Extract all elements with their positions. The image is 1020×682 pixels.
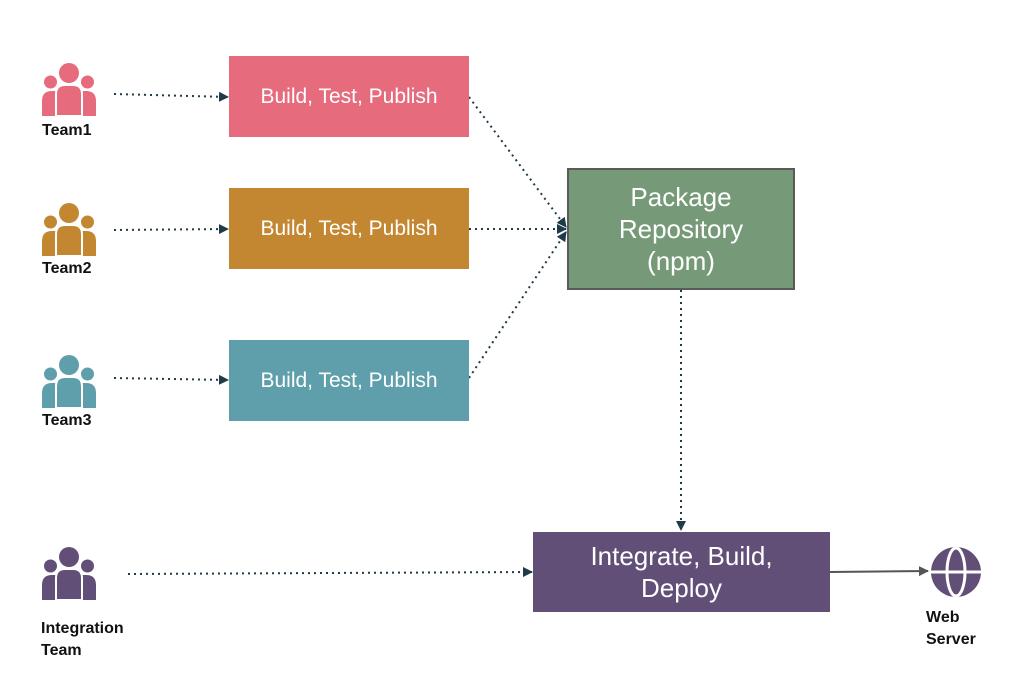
arrow-build3-to-repository [468,231,567,379]
arrow-team2-to-build [113,224,229,235]
web-server-label: Web Server [926,609,976,648]
team3-label: Team3 [42,412,92,429]
integrate-build-deploy-label: Integrate, Build, Deploy [590,541,773,603]
globe-icon [931,546,981,598]
arrow-integrate-to-web-server [829,566,929,577]
team2-build-test-publish-box: Build, Test, Publish [229,188,469,269]
team1-box-label: Build, Test, Publish [260,84,438,108]
arrow-integration-team-to-integrate [127,567,533,578]
arrow-build1-to-repository [468,96,567,228]
package-repository-label: Package Repository (npm) [618,182,744,276]
team2-label: Team2 [42,260,92,277]
team2-box-label: Build, Test, Publish [260,216,438,240]
team1-label: Team1 [42,122,92,139]
integration-team-label: Integration Team [41,620,124,659]
team-icon [42,63,96,116]
team1-build-test-publish-box: Build, Test, Publish [229,56,469,137]
arrow-team1-to-build [113,91,229,102]
package-repository-box: Package Repository (npm) [567,168,795,290]
team3-box-label: Build, Test, Publish [260,368,438,392]
integrate-build-deploy-box: Integrate, Build, Deploy [533,532,830,612]
team-icon [42,547,96,600]
team-icon [42,355,96,408]
team-icon [42,203,96,256]
team3-build-test-publish-box: Build, Test, Publish [229,340,469,421]
arrow-team3-to-build [113,374,229,385]
